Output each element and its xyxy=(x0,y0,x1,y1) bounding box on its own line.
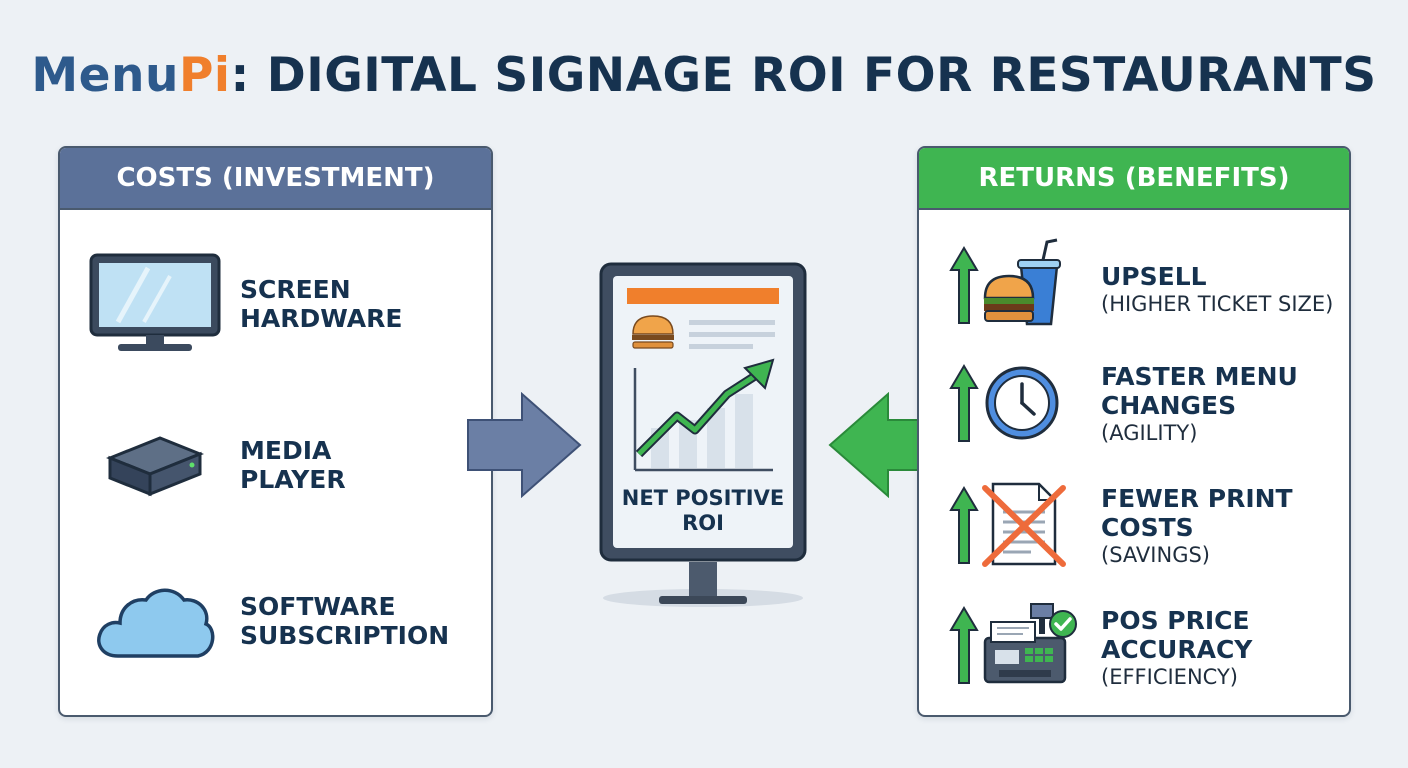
cloud-icon xyxy=(97,588,215,658)
return-label-sub: (AGILITY) xyxy=(1101,421,1198,445)
brand-menu: Menu xyxy=(31,48,179,103)
return-label-line1: FASTER MENU xyxy=(1101,362,1298,391)
return-label-line1: FEWER PRINT xyxy=(1101,484,1293,513)
roi-caption: NET POSITIVE ROI xyxy=(620,486,786,536)
roi-caption-line1: NET POSITIVE xyxy=(621,486,785,510)
cost-label-line1: SCREEN xyxy=(240,275,351,304)
up-arrow-icon xyxy=(949,486,979,564)
title-text: : DIGITAL SIGNAGE ROI FOR RESTAURANTS xyxy=(230,48,1377,103)
up-arrow-icon xyxy=(949,246,979,324)
return-label-line2: ACCURACY xyxy=(1101,635,1253,664)
roi-caption-line2: ROI xyxy=(682,511,724,535)
costs-to-roi-arrow-icon xyxy=(467,392,582,498)
return-label-line2: CHANGES xyxy=(1101,391,1237,420)
up-arrow-icon xyxy=(949,606,979,684)
return-label-sub: (HIGHER TICKET SIZE) xyxy=(1101,292,1334,316)
cash-register-icon xyxy=(983,603,1077,684)
brand-pi: Pi xyxy=(178,48,231,103)
costs-header: COSTS (INVESTMENT) xyxy=(60,148,491,210)
media-player-icon xyxy=(106,436,204,497)
up-arrow-icon xyxy=(949,364,979,442)
clock-icon xyxy=(985,366,1059,440)
digital-signage-kiosk-icon xyxy=(599,262,807,607)
cost-label-line2: SUBSCRIPTION xyxy=(240,621,450,650)
return-label-line2: COSTS xyxy=(1101,513,1194,542)
costs-panel: COSTS (INVESTMENT) SCREEN HARDWARE MEDIA… xyxy=(58,146,493,717)
return-label-line1: UPSELL xyxy=(1101,262,1207,291)
burger-drink-icon xyxy=(983,238,1061,326)
cost-label-line2: HARDWARE xyxy=(240,304,403,333)
return-label-line1: POS PRICE xyxy=(1101,606,1250,635)
page-title: MenuPi: DIGITAL SIGNAGE ROI FOR RESTAURA… xyxy=(0,48,1408,103)
monitor-icon xyxy=(89,253,221,351)
return-label-sub: (SAVINGS) xyxy=(1101,543,1210,567)
returns-header: RETURNS (BENEFITS) xyxy=(919,148,1349,210)
cost-label-line2: PLAYER xyxy=(240,465,346,494)
crossed-document-icon xyxy=(982,482,1066,567)
cost-label-line1: MEDIA xyxy=(240,436,332,465)
cost-label-line1: SOFTWARE xyxy=(240,592,396,621)
returns-panel: RETURNS (BENEFITS) UPSELL (HIGHER TICKET… xyxy=(917,146,1351,717)
return-label-sub: (EFFICIENCY) xyxy=(1101,665,1238,689)
